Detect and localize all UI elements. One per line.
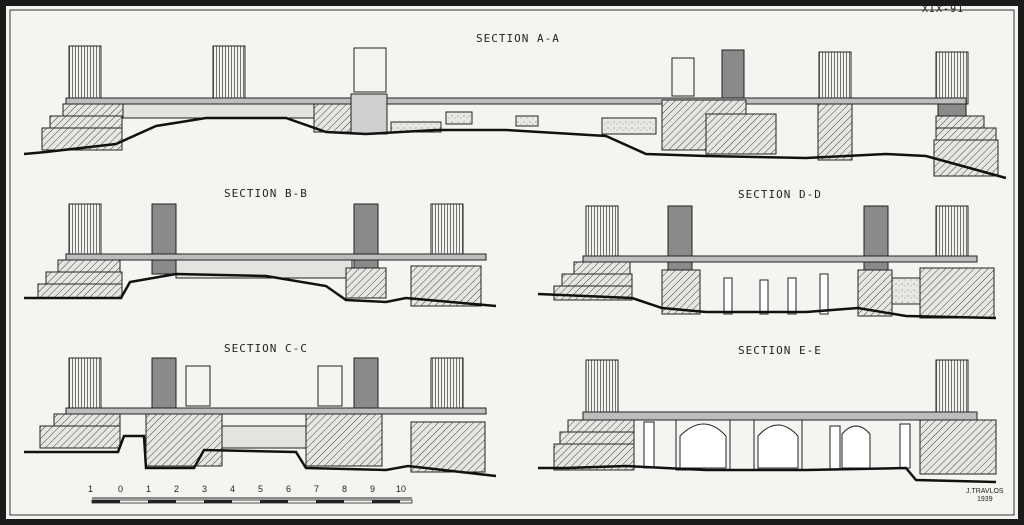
scale-tick: 3 [202, 484, 208, 494]
drawing-sheet: XIX-91 SECTION A-A SECTION B-B SECTION C… [6, 4, 1018, 519]
scale-tick: 7 [314, 484, 320, 494]
section-a-drawing [23, 45, 1007, 180]
scale-tick: 9 [370, 484, 376, 494]
scale-tick: 0 [118, 484, 124, 494]
scale-tick: 4 [230, 484, 236, 494]
section-c-drawing [24, 357, 497, 478]
section-drawings [9, 9, 1015, 516]
section-e-drawing [538, 359, 997, 484]
scale-bar [91, 497, 413, 504]
section-e-label: SECTION E-E [738, 344, 822, 357]
section-b-label: SECTION B-B [224, 187, 308, 200]
section-a-label: SECTION A-A [476, 32, 560, 45]
section-c-label: SECTION C-C [224, 342, 308, 355]
scale-tick: 2 [174, 484, 180, 494]
scale-tick: 1 [146, 484, 152, 494]
signature: J.TRAVLOS 1939 [966, 488, 1004, 504]
section-d-label: SECTION D-D [738, 188, 822, 201]
scale-tick: 5 [258, 484, 264, 494]
scale-tick-labels: 1 0 1 2 3 4 5 6 7 8 9 10 [86, 484, 426, 496]
signature-year: 1939 [977, 496, 993, 503]
scale-tick: 10 [396, 484, 407, 494]
scale-tick: 8 [342, 484, 348, 494]
sheet-number: XIX-91 [922, 4, 965, 15]
scale-tick: 6 [286, 484, 292, 494]
section-b-drawing [24, 203, 497, 308]
signature-name: J.TRAVLOS [966, 488, 1004, 495]
scale-tick: 1 [88, 484, 94, 494]
section-d-drawing [537, 205, 997, 320]
